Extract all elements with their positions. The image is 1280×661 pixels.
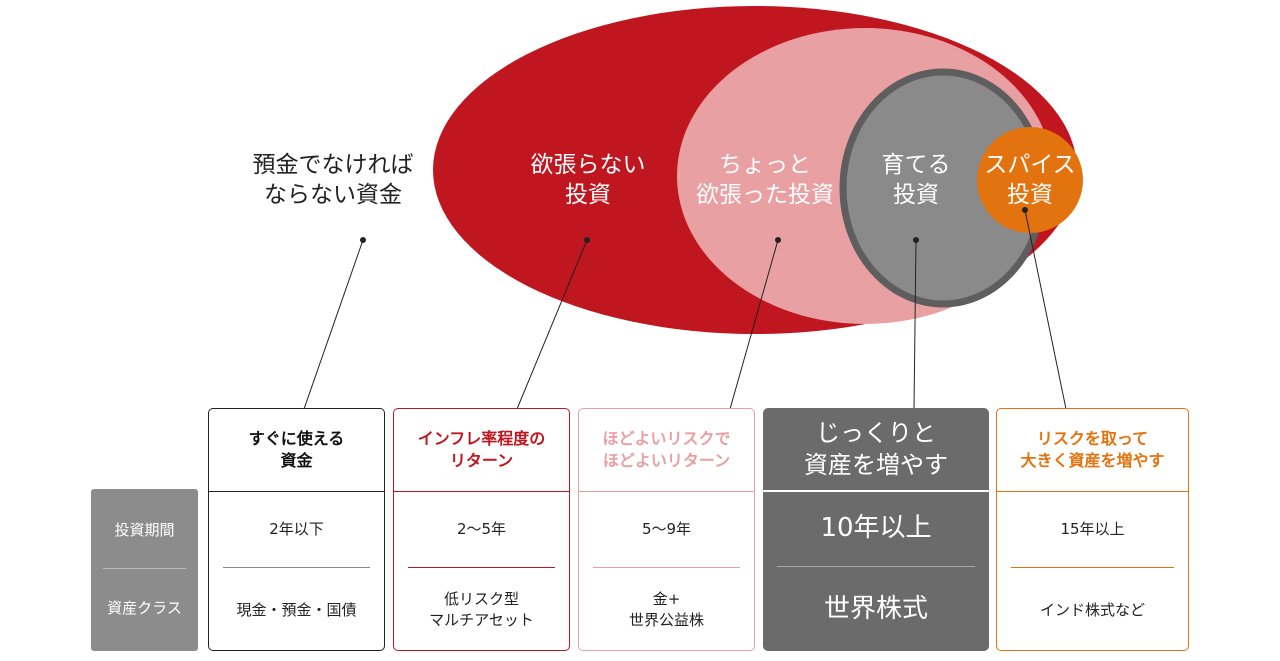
connector-line-spice bbox=[1024, 209, 1067, 410]
card-asset-class: 金+ 世界公益株 bbox=[628, 590, 704, 629]
card-heading: すぐに使える 資金 bbox=[248, 429, 345, 470]
connector-line-modest bbox=[516, 239, 588, 410]
card-immediate-funds: すぐに使える 資金 2年以下 現金・預金・国債 bbox=[208, 408, 385, 651]
card-asset-class: インド株式など bbox=[1039, 600, 1145, 619]
connector-dot-modest bbox=[584, 237, 590, 243]
card-heading-divider bbox=[209, 491, 384, 492]
card-asset-class: 低リスク型 マルチアセット bbox=[429, 590, 534, 629]
connector-line-ambitious bbox=[729, 239, 779, 410]
card-row-divider bbox=[777, 566, 975, 567]
card-period: 15年以上 bbox=[1060, 520, 1125, 538]
spice-investment-label: スパイス 投資 bbox=[984, 152, 1076, 209]
card-row-divider bbox=[223, 567, 370, 568]
card-inflation-return: インフレ率程度の リターン 2〜5年 低リスク型 マルチアセット bbox=[393, 408, 570, 651]
card-heading-divider bbox=[579, 491, 754, 492]
card-heading: ほどよいリスクで ほどよいリターン bbox=[602, 429, 731, 470]
card-period: 10年以上 bbox=[820, 513, 932, 544]
connector-dot-savings bbox=[360, 237, 366, 243]
spice-investment-circle bbox=[977, 127, 1083, 233]
card-heading-divider bbox=[394, 491, 569, 492]
card-asset-class: 世界株式 bbox=[823, 593, 928, 624]
card-moderate-risk: ほどよいリスクで ほどよいリターン 5〜9年 金+ 世界公益株 bbox=[578, 408, 755, 651]
card-asset-class: 現金・預金・国債 bbox=[236, 600, 357, 619]
card-long-term-growth: じっくりと 資産を増やす 10年以上 世界株式 bbox=[763, 408, 989, 651]
connector-dot-spice bbox=[1022, 207, 1028, 213]
card-aggressive-growth: リスクを取って 大きく資産を増やす 15年以上 インド株式など bbox=[996, 408, 1189, 651]
connector-line-grow bbox=[913, 239, 917, 410]
ambitious-investment-label: ちょっと 欲張った投資 bbox=[696, 152, 834, 209]
card-heading-divider bbox=[763, 490, 989, 492]
card-heading: リスクを取って 大きく資産を増やす bbox=[1020, 429, 1165, 470]
card-row-divider bbox=[1011, 567, 1174, 568]
card-row-divider bbox=[593, 567, 740, 568]
connector-dot-grow bbox=[913, 237, 919, 243]
connector-line-savings bbox=[303, 239, 364, 410]
card-heading-divider bbox=[997, 491, 1188, 492]
card-row-divider bbox=[408, 567, 555, 568]
connector-dot-ambitious bbox=[775, 237, 781, 243]
grow-investment-label: 育てる 投資 bbox=[881, 152, 951, 209]
row-label-divider bbox=[103, 568, 186, 569]
row-label-period: 投資期間 bbox=[114, 521, 175, 539]
modest-investment-label: 欲張らない 投資 bbox=[530, 152, 646, 209]
row-label-asset-class: 資産クラス bbox=[107, 599, 182, 617]
card-heading: インフレ率程度の リターン bbox=[417, 429, 546, 470]
savings-bubble-label: 預金でなければ ならない資金 bbox=[252, 152, 414, 209]
row-label-column: 投資期間 資産クラス bbox=[91, 489, 198, 651]
card-period: 2〜5年 bbox=[456, 520, 507, 538]
card-period: 2年以下 bbox=[269, 520, 324, 538]
card-heading: じっくりと 資産を増やす bbox=[804, 418, 948, 479]
card-period: 5〜9年 bbox=[641, 520, 692, 538]
